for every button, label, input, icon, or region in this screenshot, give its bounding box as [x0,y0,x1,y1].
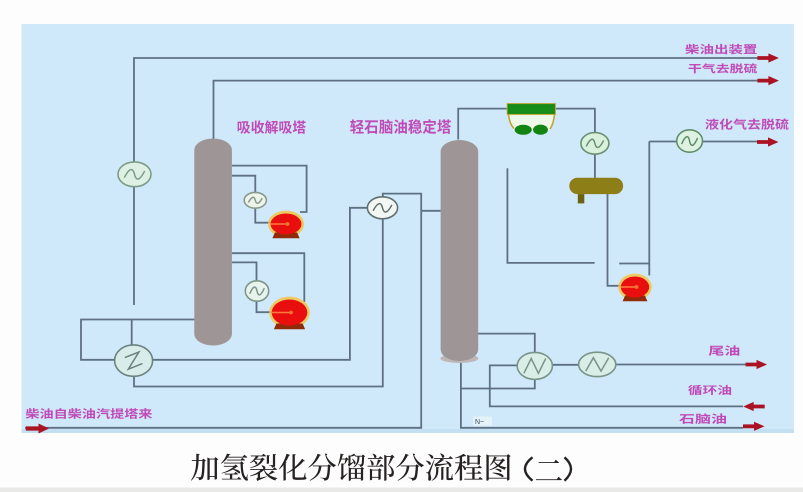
svg-text:N~: N~ [475,419,484,426]
